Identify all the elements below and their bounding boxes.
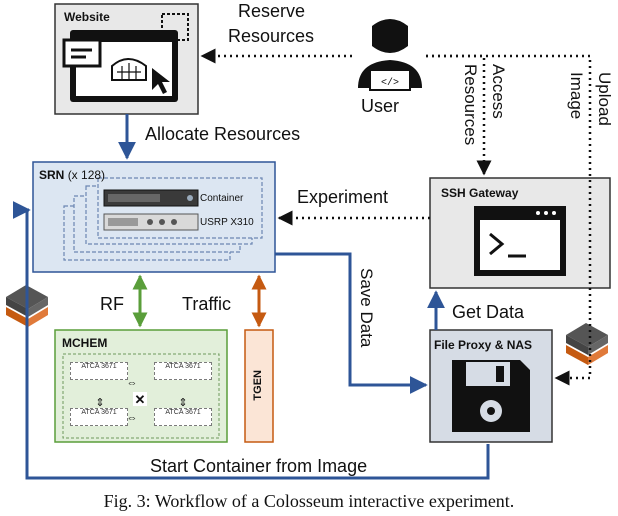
experiment-label: Experiment: [297, 187, 389, 207]
server-stack-icon-right: [566, 323, 608, 365]
edge-start-container: [12, 201, 490, 480]
srn-node: [32, 161, 276, 273]
svg-text:⇕: ⇕: [95, 397, 104, 409]
image-label: Image: [567, 72, 586, 120]
save-data-label: Save Data: [357, 268, 376, 348]
mchem-title: MCHEM: [62, 336, 108, 350]
get-data-label: Get Data: [452, 302, 525, 322]
user-icon: </>: [358, 19, 422, 91]
user-label: User: [361, 96, 400, 116]
upload-label: Upload: [595, 72, 614, 126]
start-container-label: Start Container from Image: [150, 456, 368, 476]
edge-save-data: [275, 252, 428, 394]
svg-text:⇔: ⇔: [127, 412, 138, 424]
access-label: Access: [489, 64, 508, 119]
atca-module: ATCA 3671: [154, 408, 212, 426]
tgen-title: TGEN: [252, 370, 264, 401]
container-label: Container: [200, 193, 244, 204]
srn-title: SRN (x 128): [39, 168, 105, 182]
traffic-label: Traffic: [182, 294, 232, 314]
tgen-node: [244, 329, 274, 443]
srn-title-text: SRN: [39, 168, 65, 182]
access-resources-label: Resources: [461, 64, 480, 146]
resources-label: Resources: [228, 26, 315, 46]
usrp-icon: [103, 213, 199, 231]
server-icon: [103, 189, 199, 207]
ssh-gateway-title: SSH Gateway: [441, 186, 519, 200]
figure-caption: Fig. 3: Workflow of a Colosseum interact…: [103, 491, 515, 511]
edge-upload-image: [426, 54, 592, 386]
floppy-disk-icon: [452, 360, 530, 432]
website-icon: [62, 13, 189, 102]
svg-text:⇔: ⇔: [127, 377, 138, 389]
srn-count: (x 128): [67, 168, 106, 182]
atca-module: ATCA 3671: [70, 408, 128, 426]
reserve-label: Reserve: [238, 1, 306, 21]
svg-text:⇕: ⇕: [178, 397, 187, 409]
rf-label: RF: [100, 294, 124, 314]
svg-text:✕: ✕: [135, 392, 146, 407]
usrp-label: USRP X310: [200, 217, 254, 228]
atca-module: ATCA 3671: [70, 362, 128, 380]
atca-module: ATCA 3671: [154, 362, 212, 380]
website-title: Website: [64, 10, 110, 24]
terminal-icon: [474, 206, 566, 276]
allocate-resources-label: Allocate Resources: [145, 124, 301, 144]
nas-title: File Proxy & NAS: [434, 338, 533, 352]
svg-text:</>: </>: [381, 77, 399, 89]
